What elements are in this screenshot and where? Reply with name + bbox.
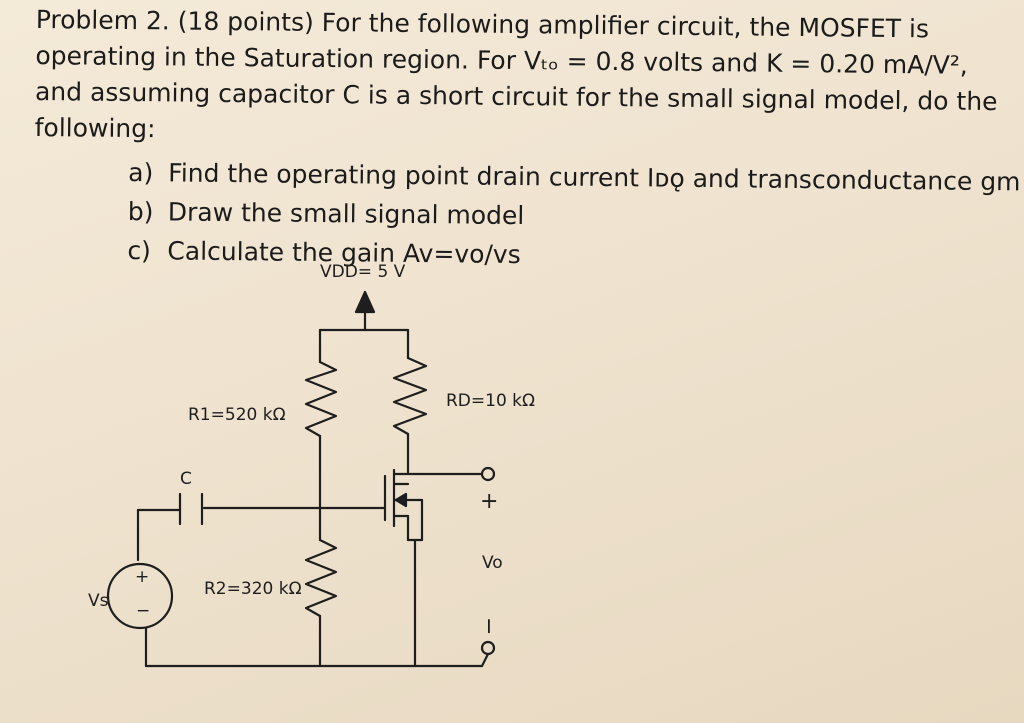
r1-resistor-zigzag — [304, 360, 338, 438]
voltage-source-icon — [106, 562, 174, 630]
r1-label: R1=520 kΩ — [188, 405, 286, 425]
vo-plus-sign: + — [480, 489, 498, 514]
vo-minus-sign: − — [476, 617, 501, 635]
vo-plus-terminal — [480, 466, 496, 482]
capacitor-label: C — [180, 469, 192, 489]
vdd-label: VDD= 5 V — [320, 262, 406, 282]
vo-minus-terminal — [480, 640, 496, 656]
vo-minus-wire — [480, 652, 490, 668]
mosfet-body-arrow-icon — [394, 492, 408, 508]
rd-label: RD=10 kΩ — [446, 391, 535, 411]
vs-label: Vs — [88, 591, 109, 611]
r2-resistor-zigzag — [304, 538, 338, 618]
vdd-arrow-icon — [354, 290, 376, 314]
rd-resistor-zigzag — [392, 356, 428, 436]
source-minus-sign: − — [136, 601, 150, 621]
source-plus-sign: + — [135, 567, 149, 587]
r2-label: R2=320 kΩ — [204, 579, 302, 599]
vo-label: Vo — [482, 553, 503, 573]
